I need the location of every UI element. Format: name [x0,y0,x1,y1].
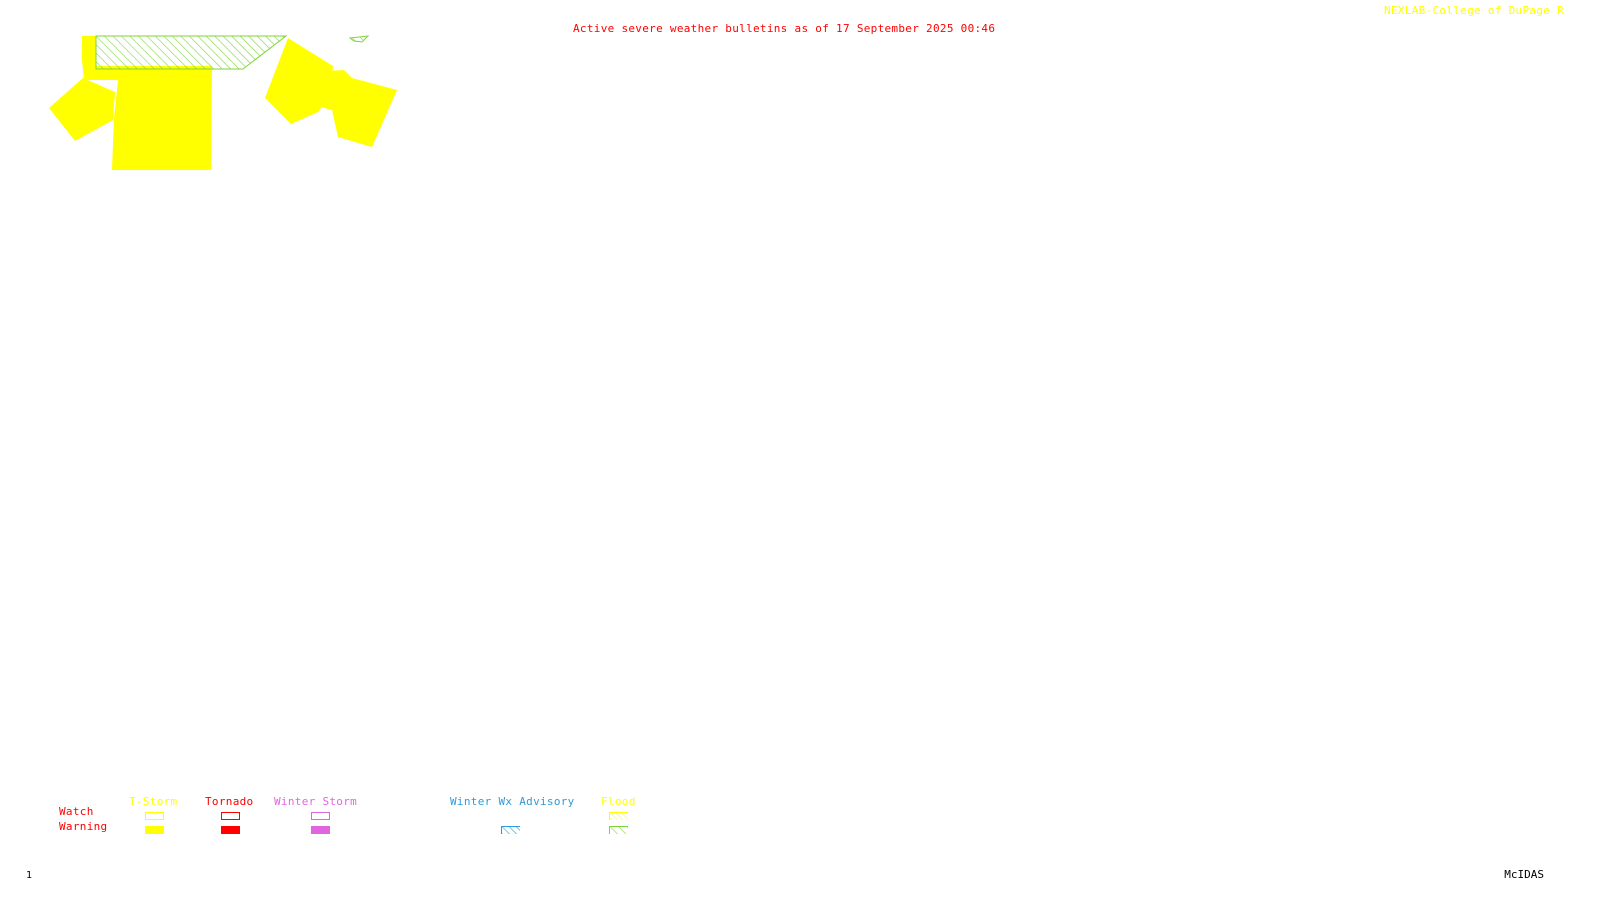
legend-tornado-label: Tornado [205,795,254,808]
frame-number: 1 [26,870,33,881]
map-title: Active severe weather bulletins as of 17… [573,22,996,35]
tstorm-warning-swatch [145,826,164,834]
flood-warning-polygon [95,35,288,70]
flood-warning-swatch [609,826,628,834]
tstorm-warning-polygon [309,70,397,147]
flood-watch-swatch [609,812,628,820]
nexlab-credit: NEXLAB-College of DuPage R [1384,4,1564,17]
legend-winter-wx-advisory-label: Winter Wx Advisory [450,795,575,808]
flood-warning-polygon [348,35,370,43]
legend-row-warning: Warning [59,820,108,833]
mcidas-label: McIDAS [1504,868,1544,881]
legend-flood-label: Flood [601,795,636,808]
tstorm-watch-swatch [145,812,164,820]
winter-storm-warning-swatch [311,826,330,834]
winter-wx-advisory-swatch [501,826,520,834]
tornado-warning-swatch [221,826,240,834]
tornado-watch-swatch [221,812,240,820]
tstorm-warning-polygon [49,78,115,141]
legend-row-watch: Watch [59,805,94,818]
winter-storm-watch-swatch [311,812,330,820]
legend-tstorm-label: T-Storm [129,795,178,808]
tstorm-warning-polygon [112,66,212,170]
legend-winter-storm-label: Winter Storm [274,795,358,808]
